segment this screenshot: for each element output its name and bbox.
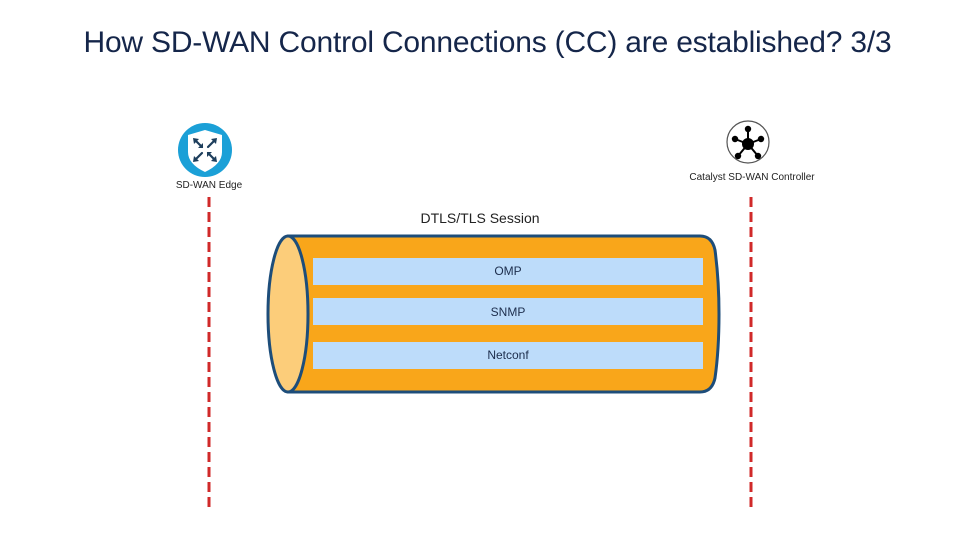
session-label: DTLS/TLS Session: [420, 210, 540, 226]
protocol-label-netconf: Netconf: [487, 348, 529, 362]
controller-label: Catalyst SD-WAN Controller: [689, 172, 815, 183]
protocol-bar-netconf: [313, 342, 703, 369]
hub-network-icon: [726, 120, 770, 164]
edge-label: SD-WAN Edge: [175, 180, 243, 191]
slide-title: How SD-WAN Control Connections (CC) are …: [83, 26, 892, 59]
router-shield-icon: [178, 123, 232, 177]
protocol-bar-omp: [313, 258, 703, 285]
dtls-tls-tunnel: [266, 234, 721, 394]
protocol-label-omp: OMP: [494, 264, 522, 278]
tunnel-end-cap: [266, 234, 310, 394]
protocol-label-snmp: SNMP: [490, 305, 526, 319]
protocol-bar-snmp: [313, 298, 703, 325]
